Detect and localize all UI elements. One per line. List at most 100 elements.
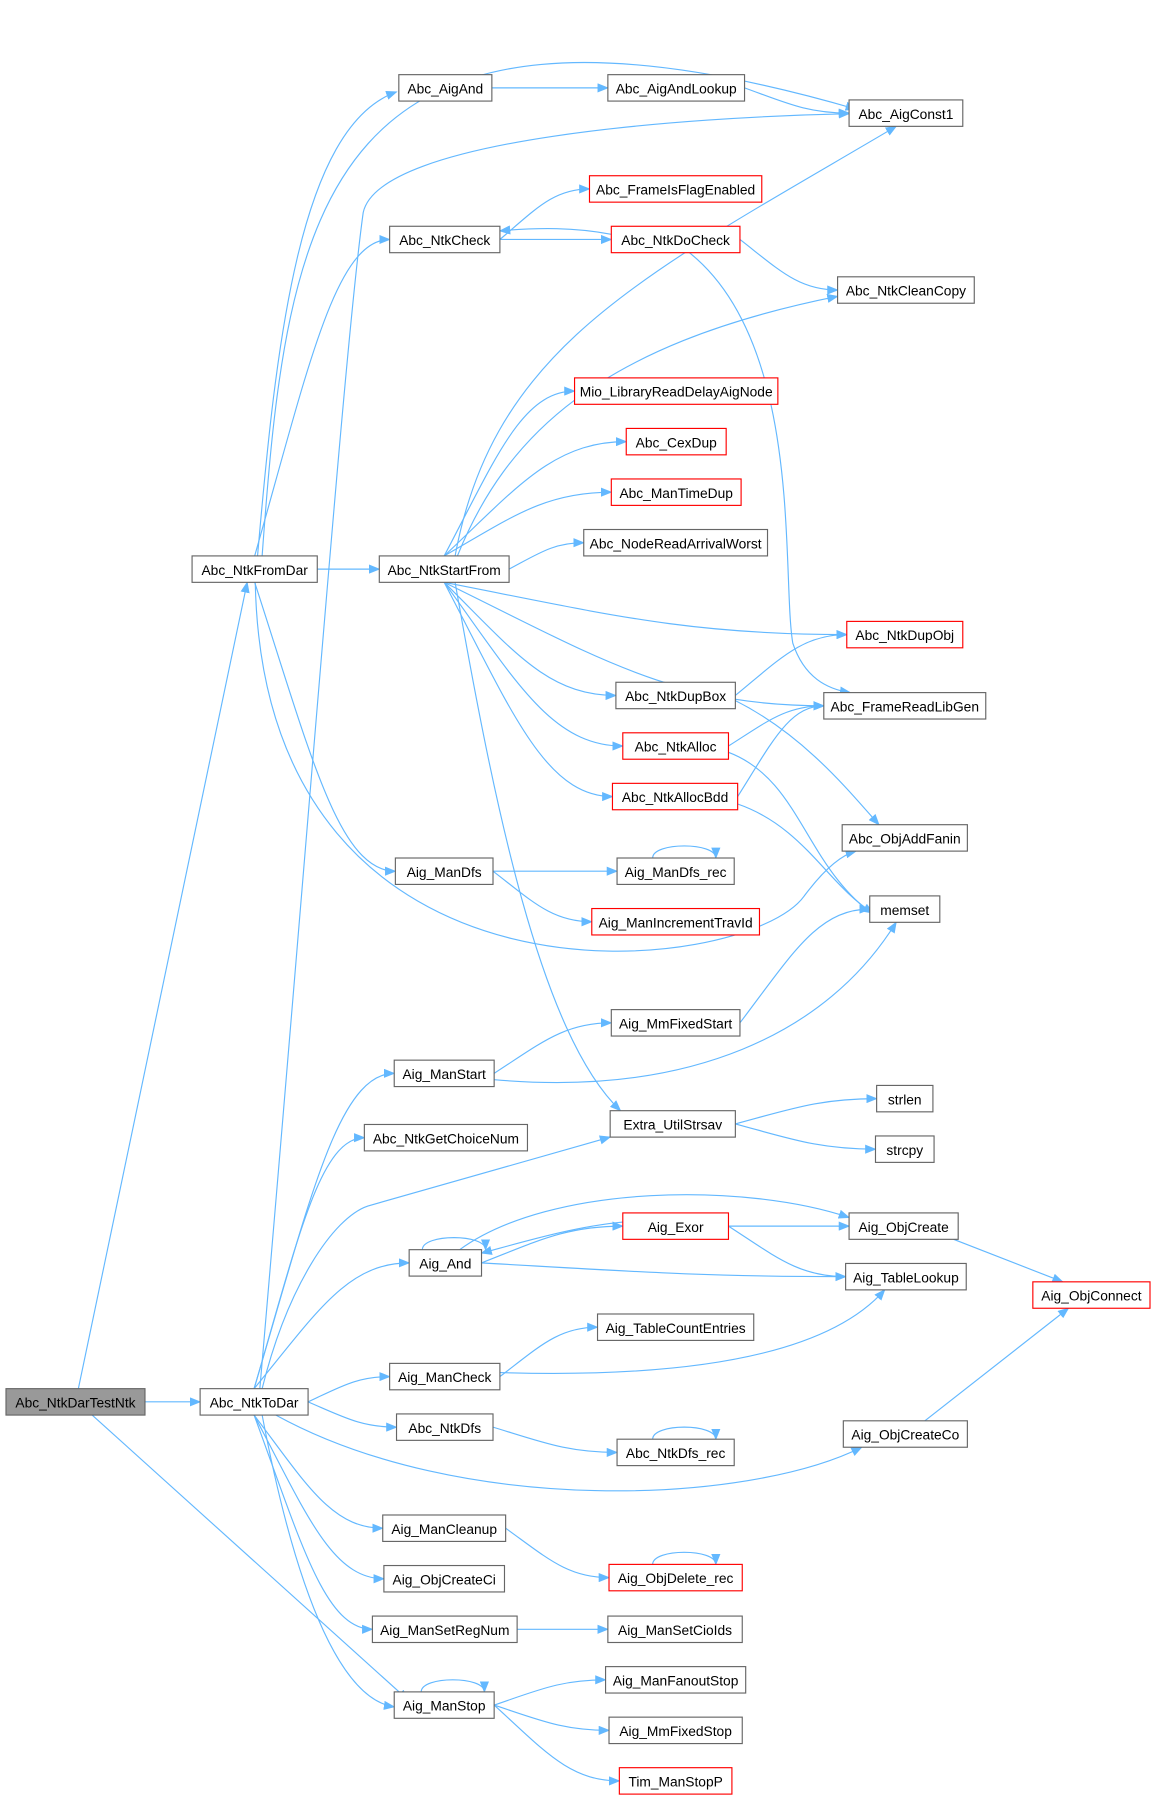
node-label: Aig_ObjCreateCi [393, 1572, 496, 1587]
function-node[interactable]: Abc_NtkCheck [389, 225, 501, 254]
call-edge [499, 184, 591, 240]
function-node[interactable]: Extra_UtilStrsav [609, 1110, 736, 1138]
node-box [371, 1615, 518, 1644]
function-node[interactable]: Aig_ManDfs [394, 857, 494, 885]
function-node[interactable]: Abc_NtkDfs_rec [616, 1438, 735, 1467]
function-node[interactable]: Aig_ManFanoutStop [604, 1666, 747, 1694]
call-edge [454, 582, 622, 1112]
call-edge [499, 1289, 886, 1374]
function-node[interactable]: Abc_NtkToDar [199, 1388, 309, 1416]
node-box [869, 895, 941, 923]
call-edge [652, 1426, 721, 1441]
function-node[interactable]: Abc_NtkAlloc [622, 732, 730, 760]
function-node[interactable]: Abc_ManTimeDup [610, 478, 742, 506]
function-node[interactable]: Abc_NtkFromDar [191, 555, 318, 583]
function-node[interactable]: Abc_FrameReadLibGen [823, 692, 987, 720]
node-box [622, 1212, 730, 1240]
call-edge [737, 803, 875, 914]
node-box [363, 1123, 529, 1152]
function-node[interactable]: Aig_ObjCreateCi [383, 1564, 506, 1593]
function-node[interactable]: Aig_ManStart [393, 1059, 495, 1088]
call-edge [689, 252, 852, 696]
call-edge [259, 109, 851, 1389]
call-edge [735, 1094, 878, 1125]
function-node[interactable]: Aig_ManSetCioIds [607, 1615, 743, 1644]
function-node[interactable]: Aig_ManDfs_rec [616, 857, 735, 885]
function-node[interactable]: Abc_NtkDoCheck [610, 225, 741, 254]
function-node[interactable]: memset [869, 895, 941, 923]
function-node[interactable]: Abc_AigAnd [398, 74, 493, 102]
function-node[interactable]: Aig_TableLookup [845, 1262, 967, 1291]
call-edge [481, 1221, 624, 1264]
node-box [874, 1135, 935, 1163]
function-node[interactable]: Aig_ManStop [393, 1691, 495, 1719]
call-edge [443, 437, 628, 557]
nodes-layer: Abc_NtkDarTestNtk Abc_NtkFromDarAbc_NtkTo… [5, 74, 1151, 1795]
node-label: Aig_ObjCreate [858, 1220, 949, 1235]
function-node[interactable]: Abc_ObjAddFanin [841, 824, 968, 852]
function-node[interactable]: Abc_AigAndLookup [607, 74, 746, 102]
call-edge [735, 700, 880, 826]
call-edge [492, 1426, 619, 1457]
call-edge [254, 582, 858, 952]
function-node[interactable]: strcpy [874, 1135, 935, 1163]
function-node[interactable]: Aig_ObjCreate [848, 1212, 959, 1240]
function-node[interactable]: Aig_ManCheck [389, 1362, 501, 1391]
function-node[interactable]: Tim_ManStopP [618, 1767, 733, 1795]
function-node[interactable]: Abc_NodeReadArrivalWorst [583, 528, 769, 557]
function-node[interactable]: Abc_CexDup [625, 427, 727, 456]
function-node[interactable]: Aig_ManCleanup [382, 1514, 507, 1542]
node-box [625, 427, 727, 456]
call-edge [443, 386, 576, 557]
node-label: Aig_ObjCreateCo [851, 1428, 959, 1443]
function-node[interactable]: Abc_NtkDupObj [846, 620, 964, 649]
node-label: Abc_NtkDupObj [855, 628, 954, 643]
function-node[interactable]: Abc_NtkCleanCopy [837, 276, 975, 304]
node-box [573, 377, 779, 405]
node-box [607, 1615, 743, 1644]
call-edge [924, 1307, 1070, 1422]
function-node[interactable]: Abc_FrameIsFlagEnabled [588, 175, 763, 203]
function-node[interactable]: Abc_NtkDfs [395, 1413, 494, 1441]
function-node[interactable]: Aig_And [408, 1249, 483, 1277]
function-node[interactable]: Aig_ManIncrementTravId [591, 907, 761, 936]
function-node[interactable]: strlen [876, 1084, 934, 1113]
node-label: memset [880, 903, 929, 918]
function-node[interactable]: Aig_ManSetRegNum [371, 1615, 518, 1644]
function-node[interactable]: Abc_NtkDupBox [615, 681, 736, 710]
node-box [611, 782, 739, 811]
call-edge [480, 1221, 623, 1255]
node-label: Abc_AigConst1 [858, 107, 953, 122]
node-box [608, 1563, 743, 1592]
root-function-node[interactable]: Abc_NtkDarTestNtk [5, 1388, 146, 1416]
node-box [199, 1388, 309, 1416]
call-edge [493, 1704, 611, 1735]
function-node[interactable]: Aig_MmFixedStart [610, 1009, 741, 1037]
node-label: Abc_NtkDfs [408, 1421, 481, 1436]
function-node[interactable]: Aig_ObjDelete_rec [608, 1563, 743, 1592]
function-node[interactable]: Mio_LibraryReadDelayAigNode [573, 377, 779, 405]
node-label: Abc_NtkCheck [399, 233, 490, 248]
call-edge [737, 701, 825, 797]
function-node[interactable]: Abc_NtkAllocBdd [611, 782, 739, 811]
function-node[interactable]: Aig_ObjCreateCo [842, 1420, 968, 1448]
function-node[interactable]: Aig_TableCountEntries [596, 1313, 755, 1341]
node-label: Aig_ManCleanup [391, 1522, 497, 1537]
function-node[interactable]: Aig_MmFixedStop [608, 1716, 743, 1745]
node-label: Abc_FrameIsFlagEnabled [596, 183, 755, 198]
node-label: Abc_NtkDarTestNtk [15, 1396, 135, 1411]
function-node[interactable]: Abc_NtkGetChoiceNum [363, 1123, 529, 1152]
call-edge [443, 582, 614, 802]
node-label: Abc_FrameReadLibGen [831, 699, 979, 714]
call-edge [253, 1068, 396, 1389]
node-label: Aig_TableCountEntries [606, 1321, 746, 1336]
node-label: Aig_And [419, 1257, 471, 1272]
function-node[interactable]: Abc_NtkStartFrom [378, 555, 510, 583]
node-label: Abc_NtkDfs_rec [626, 1446, 726, 1461]
function-node[interactable]: Abc_AigConst1 [848, 99, 964, 127]
function-node[interactable]: Aig_Exor [622, 1212, 730, 1240]
node-box [848, 1212, 959, 1240]
function-node[interactable]: Aig_ObjConnect [1032, 1281, 1151, 1309]
call-edge [652, 1551, 721, 1566]
node-box [842, 1420, 968, 1448]
